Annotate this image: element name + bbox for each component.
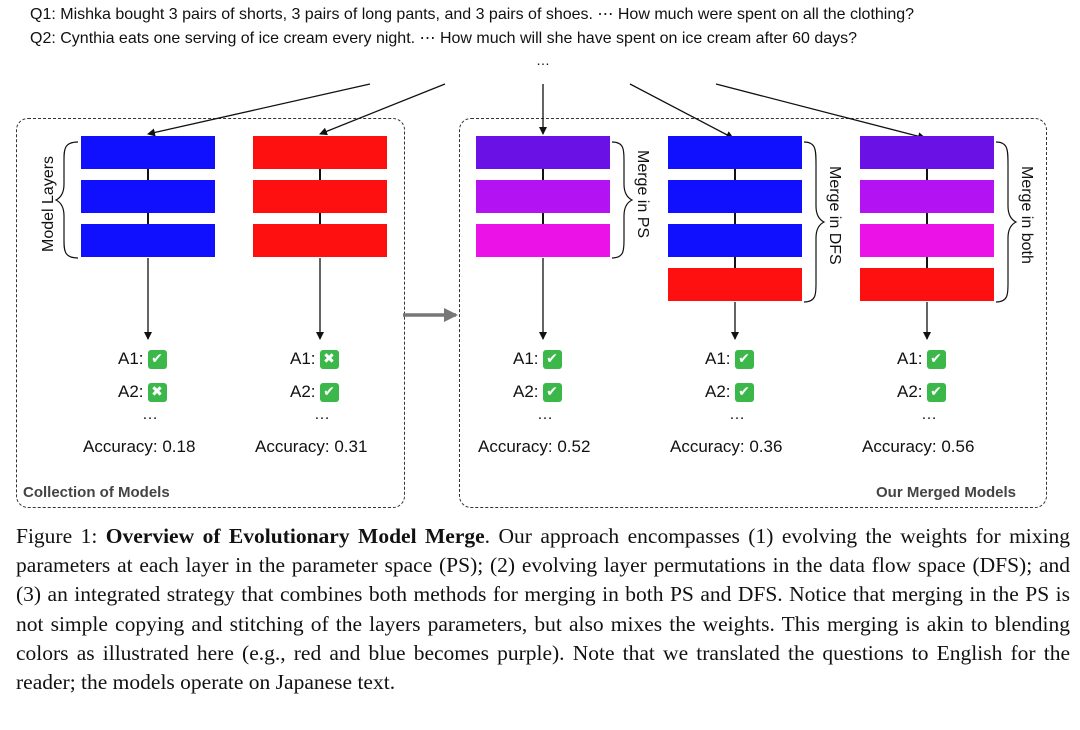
question-2: Q2: Cynthia eats one serving of ice crea… — [30, 30, 858, 47]
answer-row: A1:✔ — [118, 349, 167, 369]
accuracy-label: Accuracy: 0.36 — [670, 437, 783, 456]
check-mark-icon: ✔ — [542, 349, 562, 369]
answer-label: A1: — [897, 349, 923, 368]
input-arrow-4 — [629, 83, 734, 139]
question-1: Q1: Mishka bought 3 pairs of shorts, 3 p… — [30, 6, 915, 23]
check-mark-icon: ✔ — [147, 349, 167, 369]
answer-row: A1:✔ — [705, 349, 754, 369]
input-arrow-1 — [147, 83, 371, 137]
merge-ps-brace — [611, 141, 634, 259]
merge-dfs-brace — [803, 141, 826, 303]
check-mark-icon: ✔ — [734, 349, 754, 369]
model-layer-block — [81, 180, 215, 213]
answer-label: A1: — [705, 349, 731, 368]
answers-ellipsis: … — [921, 406, 937, 423]
answers-ellipsis: … — [142, 406, 158, 423]
model-layer-block — [253, 136, 387, 169]
check-mark-icon: ✔ — [926, 382, 946, 402]
answer-label: A2: — [290, 382, 316, 401]
answer-row: A2:✔ — [705, 382, 754, 402]
answers-ellipsis: … — [537, 406, 553, 423]
answer-row: A1:✔ — [897, 349, 946, 369]
layer-connector — [734, 136, 736, 301]
model-layer-block — [668, 180, 802, 213]
merge-both-brace — [995, 141, 1018, 303]
accuracy-label: Accuracy: 0.31 — [255, 437, 368, 456]
merge-ps-label: Merge in PS — [634, 150, 651, 239]
model-layer-block — [253, 180, 387, 213]
input-arrow-5 — [715, 83, 926, 141]
check-mark-icon: ✔ — [542, 382, 562, 402]
answer-label: A1: — [513, 349, 539, 368]
caption-prefix: Figure 1: — [16, 524, 106, 548]
input-arrow-2 — [319, 83, 446, 136]
answer-label: A2: — [118, 382, 144, 401]
model-layer-block — [81, 224, 215, 257]
cross-mark-icon: ✖ — [319, 349, 339, 369]
collection-panel — [16, 118, 405, 508]
layer-connector — [926, 136, 928, 301]
caption-title: Overview of Evolutionary Model Merge — [105, 524, 485, 548]
model-layer-block — [476, 224, 610, 257]
model-layer-block — [860, 136, 994, 169]
merge-dfs-label: Merge in DFS — [826, 166, 843, 265]
answer-label: A2: — [705, 382, 731, 401]
answers-ellipsis: … — [314, 406, 330, 423]
model-layer-block — [668, 268, 802, 301]
model-layer-block — [81, 136, 215, 169]
collection-panel-label: Collection of Models — [23, 484, 170, 501]
check-mark-icon: ✔ — [734, 382, 754, 402]
answer-label: A1: — [290, 349, 316, 368]
model-layers-brace — [54, 141, 79, 259]
model-layers-label: Model Layers — [40, 155, 57, 252]
model-layer-block — [860, 180, 994, 213]
model-layer-block — [253, 224, 387, 257]
merge-both-label: Merge in both — [1018, 166, 1035, 264]
answer-row: A1:✖ — [290, 349, 339, 369]
answer-label: A2: — [513, 382, 539, 401]
model-layer-block — [668, 136, 802, 169]
answer-label: A1: — [118, 349, 144, 368]
accuracy-label: Accuracy: 0.18 — [83, 437, 196, 456]
accuracy-label: Accuracy: 0.56 — [862, 437, 975, 456]
caption-body: . Our approach encompasses (1) evolving … — [16, 524, 1071, 695]
cross-mark-icon: ✖ — [147, 382, 167, 402]
answer-label: A2: — [897, 382, 923, 401]
accuracy-label: Accuracy: 0.52 — [478, 437, 591, 456]
model-layer-block — [476, 136, 610, 169]
answer-row: A1:✔ — [513, 349, 562, 369]
answer-row: A2:✖ — [118, 382, 167, 402]
merged-panel-label: Our Merged Models — [876, 484, 1017, 501]
model-layer-block — [476, 180, 610, 213]
answer-row: A2:✔ — [290, 382, 339, 402]
check-mark-icon: ✔ — [926, 349, 946, 369]
answer-row: A2:✔ — [897, 382, 946, 402]
figure-caption: Figure 1: Overview of Evolutionary Model… — [16, 522, 1070, 697]
model-layer-block — [668, 224, 802, 257]
model-layer-block — [860, 224, 994, 257]
check-mark-icon: ✔ — [319, 382, 339, 402]
model-layer-block — [860, 268, 994, 301]
merged-panel — [459, 118, 1047, 508]
answer-row: A2:✔ — [513, 382, 562, 402]
answers-ellipsis: … — [729, 406, 745, 423]
more-questions-ellipsis: … — [536, 52, 550, 68]
